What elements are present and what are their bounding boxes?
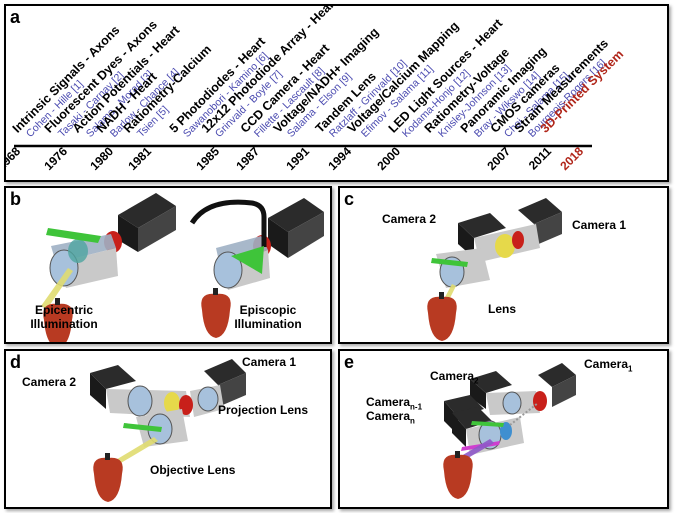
timeline-year-1987: 1987	[233, 144, 262, 173]
panel-a-label: a	[10, 7, 21, 27]
epicentric-caption-1: Epicentric	[35, 303, 93, 317]
timeline-year-1968: 1968	[6, 144, 23, 173]
lens-label: Lens	[488, 302, 517, 316]
timeline-graphic: 1968 1976 1980 1981 1985 1987 1991 1994 2000 2007…	[6, 6, 626, 173]
timeline-year-2000: 2000	[374, 144, 403, 173]
panel-d-label: d	[10, 352, 21, 372]
e-camera1-sub: 1	[628, 364, 633, 374]
timeline-year-1981: 1981	[125, 144, 154, 173]
episcopic-caption-2: Illumination	[234, 317, 301, 331]
tandem-lens-diagram	[90, 359, 246, 502]
episcopic-caption-1: Episcopic	[240, 303, 297, 317]
e-camera2-word: Camera	[430, 369, 475, 383]
d-camera2-label: Camera 2	[22, 375, 77, 389]
camera2-label: Camera 2	[382, 212, 437, 226]
e-camera1-label: Camera1	[584, 357, 632, 373]
timeline-year-1976: 1976	[41, 144, 70, 173]
epicentric-setup	[41, 193, 176, 342]
episcopic-setup	[189, 198, 324, 338]
e-camera2-label: Camera2	[430, 369, 478, 385]
timeline-year-1991: 1991	[283, 144, 312, 173]
timeline-year-2018: 2018	[557, 144, 586, 173]
timeline-year-1994: 1994	[325, 144, 354, 173]
e-camera-n-sub: n	[410, 416, 415, 426]
panel-b-label: b	[10, 189, 21, 209]
timeline-year-2007: 2007	[484, 144, 513, 173]
two-camera-diagram	[427, 198, 562, 341]
panel-e-multi-camera: e Camera2 Camera1 Cameran-1 Cameran	[338, 349, 669, 509]
e-camera-n1-label: Cameran-1	[366, 395, 422, 411]
epicentric-caption-2: Illumination	[30, 317, 97, 331]
e-camera-n1-sub: n-1	[410, 402, 423, 412]
e-camera2-sub: 2	[474, 376, 479, 386]
camera1-label: Camera 1	[572, 218, 627, 232]
timeline-year-2011: 2011	[526, 144, 555, 173]
e-camera-n-word: Camera	[366, 409, 411, 423]
e-camera-n1-word: Camera	[366, 395, 411, 409]
panel-d-tandem-lens: d Camera 1 Camera 2 Projection Lens Obje…	[4, 349, 332, 509]
panel-e-label: e	[344, 352, 355, 372]
timeline-year-1980: 1980	[87, 144, 116, 173]
illumination-diagram: Epicentric Illumination Episcopic Illumi…	[30, 193, 324, 342]
d-camera1-label: Camera 1	[242, 355, 297, 369]
projection-lens-label: Projection Lens	[218, 403, 309, 417]
panel-a-timeline: a 1968 1976 1980 1981 1985 1987 1991 1994 2000 20…	[4, 4, 669, 182]
panel-c-label: c	[344, 189, 355, 209]
multi-camera-diagram	[443, 363, 576, 499]
panel-b-illumination: b Epicentric Illumination	[4, 186, 332, 344]
e-camera1-word: Camera	[584, 357, 629, 371]
timeline-year-1985: 1985	[193, 144, 222, 173]
e-camera-n-label: Cameran	[366, 409, 415, 425]
panel-c-two-camera: c Camera 2 Camera 1 Lens	[338, 186, 669, 344]
objective-lens-label: Objective Lens	[150, 463, 236, 477]
